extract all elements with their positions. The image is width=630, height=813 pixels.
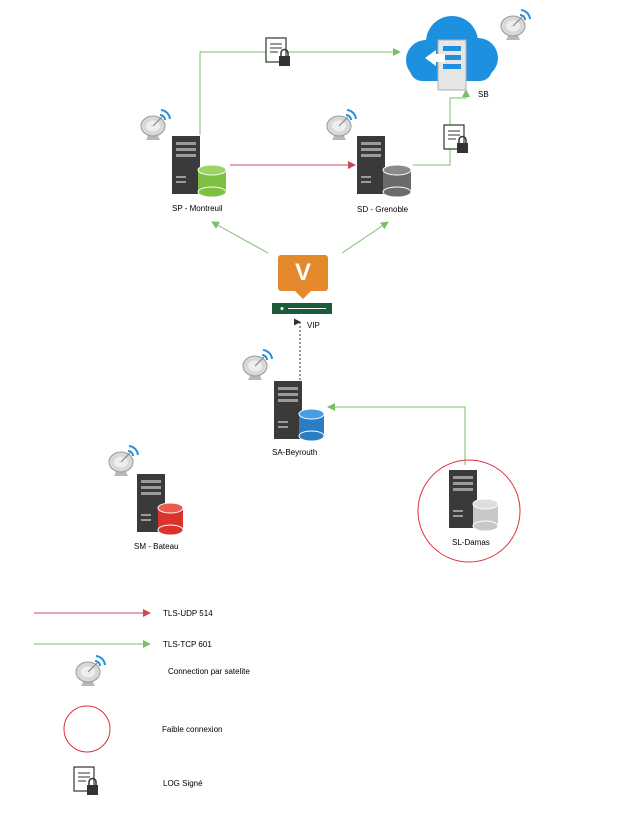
- satellite-dish-icon: [500, 9, 531, 41]
- tcp-vip-to-sd: [341, 221, 389, 254]
- sa-database-icon: [298, 408, 325, 442]
- tcp-sl-to-sa: [327, 403, 466, 465]
- server-icon: [357, 136, 385, 194]
- satellite-dish-icon: [140, 109, 171, 141]
- vip-label: VIP: [307, 321, 320, 330]
- tcp-sd-to-sb: [413, 89, 470, 166]
- signed-log-icon: [73, 766, 99, 796]
- sb-cloud-icon: [406, 16, 498, 91]
- signed-log-icon: [443, 124, 469, 154]
- legend-weak-circle: [63, 705, 111, 753]
- legend-tcp-label: TLS-TCP 601: [163, 640, 212, 649]
- sm-database-icon: [157, 502, 184, 536]
- sm-label: SM - Bateau: [134, 542, 179, 551]
- sp-label: SP - Montreuil: [172, 204, 223, 213]
- sb-label: SB: [478, 90, 489, 99]
- satellite-dish-icon: [242, 349, 273, 381]
- legend-udp-label: TLS-UDP 514: [163, 609, 213, 618]
- sl-database-icon: [472, 498, 499, 532]
- vip-appliance-icon: [272, 255, 332, 314]
- server-icon: [449, 470, 477, 528]
- legend-weak-label: Faible connexion: [162, 725, 223, 734]
- legend-satellite-label: Connection par satelite: [168, 667, 250, 676]
- sd-database-icon: [382, 164, 412, 198]
- weak-connection-circle: [417, 459, 521, 563]
- legend-signed-log-label: LOG Signé: [163, 779, 203, 788]
- tcp-sp-to-sb: [199, 48, 401, 135]
- sd-label: SD - Grenoble: [357, 205, 409, 214]
- tcp-vip-to-sp: [211, 221, 269, 254]
- satellite-dish-icon: [326, 109, 357, 141]
- signed-log-icon: [265, 37, 291, 67]
- sa-label: SA-Beyrouth: [272, 448, 318, 457]
- vip-badge-letter: V: [294, 259, 311, 286]
- sl-label: SL-Damas: [452, 538, 490, 547]
- sp-database-icon: [197, 164, 227, 198]
- server-icon: [274, 381, 302, 439]
- satellite-dish-icon: [108, 445, 139, 477]
- server-icon: [172, 136, 200, 194]
- satellite-dish-icon: [75, 655, 106, 687]
